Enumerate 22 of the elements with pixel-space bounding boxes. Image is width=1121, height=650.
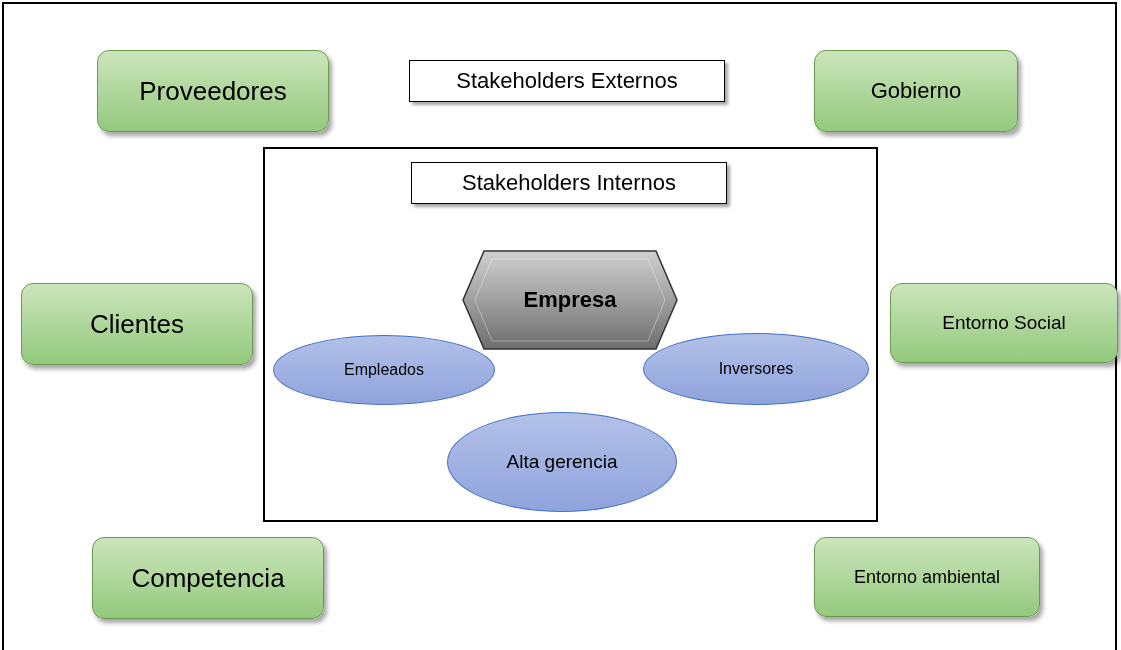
node-label: Alta gerencia [505, 450, 619, 474]
stakeholder-box [21, 283, 253, 365]
stakeholder-box [814, 50, 1018, 132]
stakeholder-box [97, 50, 329, 132]
node-label: Stakeholders Internos [461, 169, 677, 197]
company-hexagon [462, 250, 678, 350]
node-label: Empresa [522, 286, 618, 314]
node-label: Stakeholders Externos [455, 67, 679, 95]
node-label: Entorno Social [941, 311, 1067, 335]
stakeholder-box [814, 537, 1040, 617]
heading-box [409, 60, 725, 102]
node-label: Clientes [89, 307, 185, 341]
node-label: Empleados [342, 360, 425, 380]
node-label: Proveedores [138, 74, 288, 108]
node-label: Inversores [717, 359, 795, 379]
group-frame [263, 147, 878, 522]
node-label: Gobierno [869, 77, 963, 105]
stakeholder-box [890, 283, 1118, 363]
stakeholder-box [92, 537, 324, 619]
node-label: Competencia [130, 561, 286, 595]
heading-box [411, 162, 727, 204]
node-label: Entorno ambiental [852, 565, 1002, 589]
